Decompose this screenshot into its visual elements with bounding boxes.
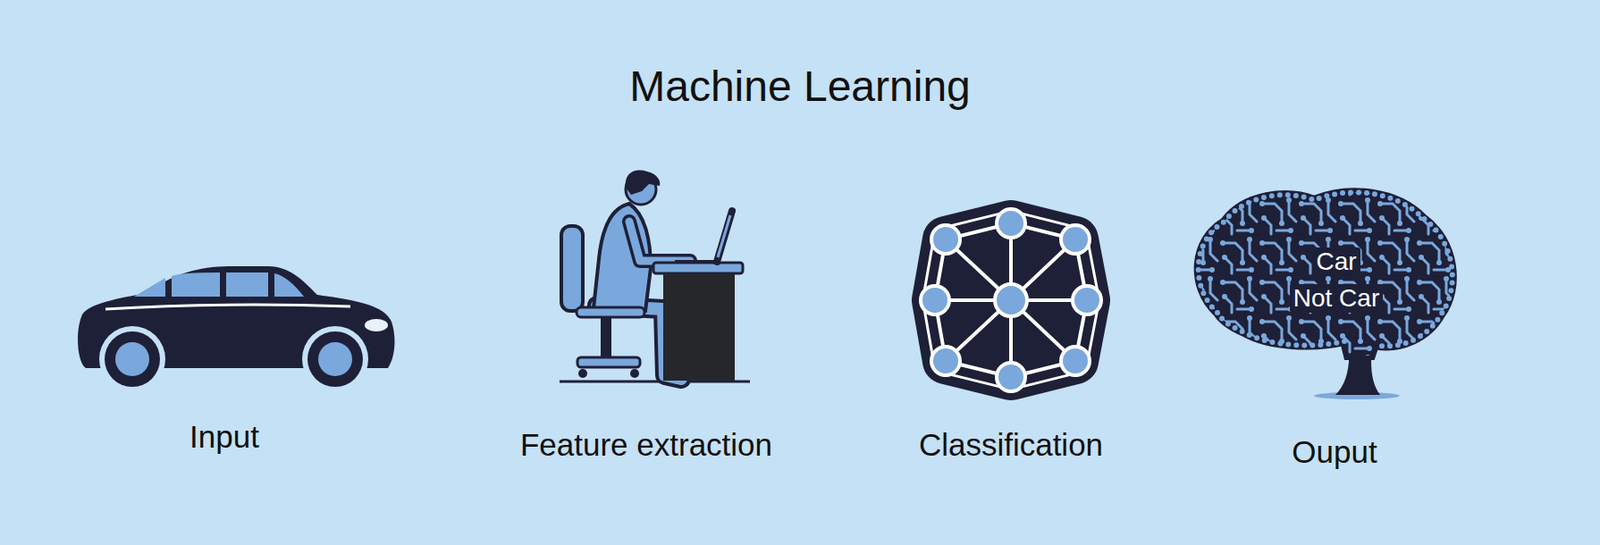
stage-label: Input [189, 419, 260, 455]
stage-label: Classification [918, 427, 1104, 464]
laptop-screen [716, 210, 733, 262]
wheel-hub [115, 342, 150, 377]
desk-top [653, 262, 743, 274]
car-headlight [364, 319, 388, 332]
chair-back [561, 226, 583, 312]
car-window [274, 273, 304, 297]
feature-extraction-stage: Feature extraction [500, 178, 796, 465]
car-wheel [104, 331, 160, 388]
wheel-arch [302, 326, 369, 393]
car-window [171, 272, 220, 297]
brain-dotted-rim [1198, 192, 1453, 346]
stage-label: Feature extraction [520, 427, 773, 464]
car-window [226, 272, 269, 297]
chair-seat [576, 307, 645, 318]
brain-circuit [1188, 183, 1466, 363]
person-at-desk-icon [559, 170, 750, 382]
input-stage: Input [71, 214, 403, 465]
chair-wheel [630, 369, 640, 379]
output-class: Not Car [1289, 284, 1383, 313]
diagram-title: Machine Learning [629, 61, 971, 111]
person-hair [625, 170, 661, 195]
car-icon [77, 266, 395, 393]
car-window [134, 277, 166, 297]
laptop-screen-face [717, 215, 731, 258]
car-wheel [307, 331, 363, 388]
person-arm-outline [629, 221, 691, 262]
person-arm [629, 221, 691, 262]
desk-pedestal [663, 273, 735, 381]
stage-label: Ouput [1291, 434, 1377, 471]
chair-base [577, 357, 640, 368]
network-nodes [920, 209, 1102, 392]
wheel-hub [318, 342, 353, 377]
output-class: Car [1312, 247, 1360, 277]
brain-icon [1188, 183, 1466, 400]
car-beltline [105, 304, 351, 310]
laptop-base [674, 260, 717, 264]
wheel-arch [99, 326, 166, 393]
output-stage: CarNot CarOuput [1188, 178, 1466, 474]
chair-wheel [578, 369, 588, 379]
classification-stage: Classification [884, 187, 1136, 465]
network-icon [920, 209, 1102, 392]
chair-stem [600, 317, 612, 361]
